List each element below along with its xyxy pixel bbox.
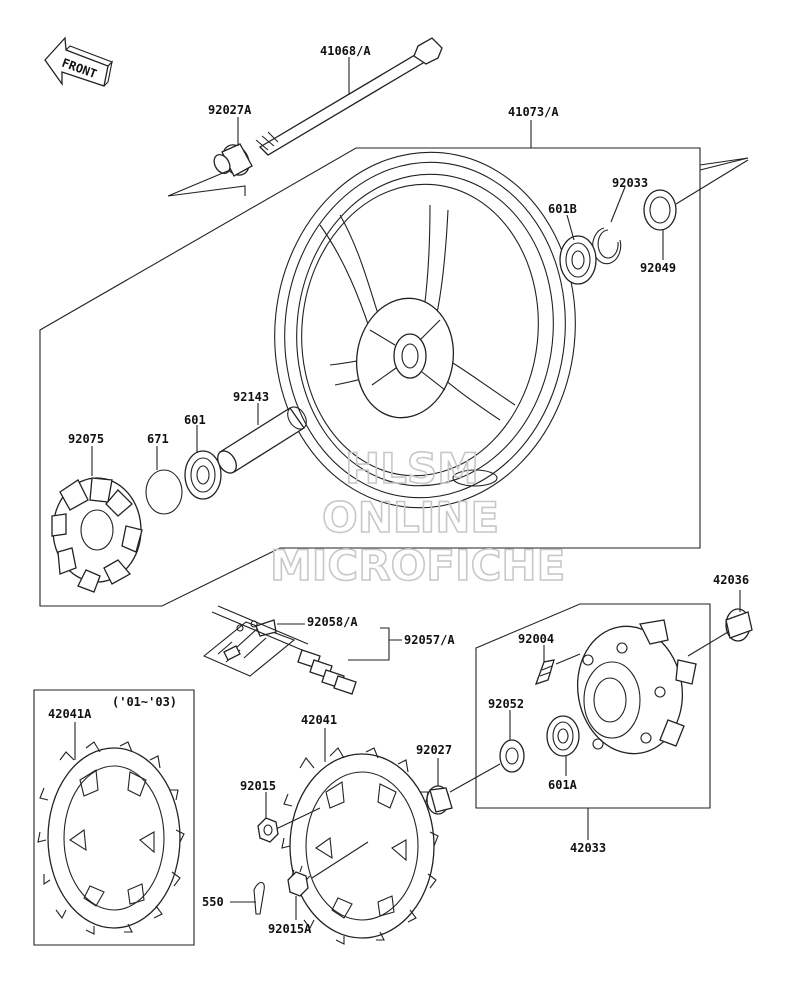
bearing-601-label: 601 <box>184 413 206 427</box>
sprocket <box>281 747 439 945</box>
nut-castle-label: 92015A <box>268 922 312 936</box>
coupling <box>576 619 697 755</box>
year-note: ('01~'03) <box>112 695 177 709</box>
cotter-pin-label: 550 <box>202 895 224 909</box>
stud-label: 92004 <box>518 632 554 646</box>
watermark-line2: ONLINE <box>322 493 499 542</box>
bearing-601b-label: 601B <box>548 202 577 216</box>
bearing-601 <box>184 450 222 500</box>
sleeve-label: 92143 <box>233 390 269 404</box>
chain <box>211 605 357 695</box>
damper <box>51 477 143 593</box>
oil-seal <box>643 189 677 231</box>
axle-collar-label: 92027A <box>208 103 252 117</box>
sprocket-label: 42041 <box>301 713 337 727</box>
nut-castle <box>287 865 311 897</box>
nut-label: 92015 <box>240 779 276 793</box>
coupling-box <box>475 603 711 809</box>
axle-collar <box>213 143 253 177</box>
stud <box>534 659 555 686</box>
axle <box>255 37 443 156</box>
sprocket-hub-collar <box>725 608 753 642</box>
circlip-label: 92033 <box>612 176 648 190</box>
seal-92052 <box>499 739 525 773</box>
bearing-601b <box>559 235 597 285</box>
wheel <box>274 151 576 509</box>
watermark-line3: MICROFICHE <box>270 541 565 590</box>
sleeve <box>217 406 307 474</box>
nut <box>257 817 279 843</box>
sprocket-alt-box <box>33 689 195 946</box>
bearing-601a-label: 601A <box>548 778 578 792</box>
wheel-box <box>39 147 701 607</box>
cotter-pin <box>253 881 265 915</box>
o-ring <box>145 469 183 515</box>
watermark-line1: HLSM <box>345 444 479 493</box>
o-ring-label: 671 <box>147 432 169 446</box>
damper-label: 92075 <box>68 432 104 446</box>
seal-92052-label: 92052 <box>488 697 524 711</box>
axle-label: 41068/A <box>320 44 371 58</box>
collar-92027-label: 92027 <box>416 743 452 757</box>
sprocket-hub-collar-label: 42036 <box>713 573 749 587</box>
sprocket-alt <box>37 741 185 935</box>
chain-link-plate-label: 92058/A <box>307 615 358 629</box>
front-arrow-icon: FRONT <box>44 36 113 87</box>
chain-link-plate <box>202 619 296 677</box>
bearing-601a <box>546 715 580 757</box>
wheel-label: 41073/A <box>508 105 559 119</box>
oil-seal-label: 92049 <box>640 261 676 275</box>
circlip <box>592 227 622 265</box>
coupling-label: 42033 <box>570 841 606 855</box>
sprocket-alt-label: 42041A <box>48 707 92 721</box>
collar-92027 <box>426 785 453 815</box>
chain-label: 92057/A <box>404 633 455 647</box>
